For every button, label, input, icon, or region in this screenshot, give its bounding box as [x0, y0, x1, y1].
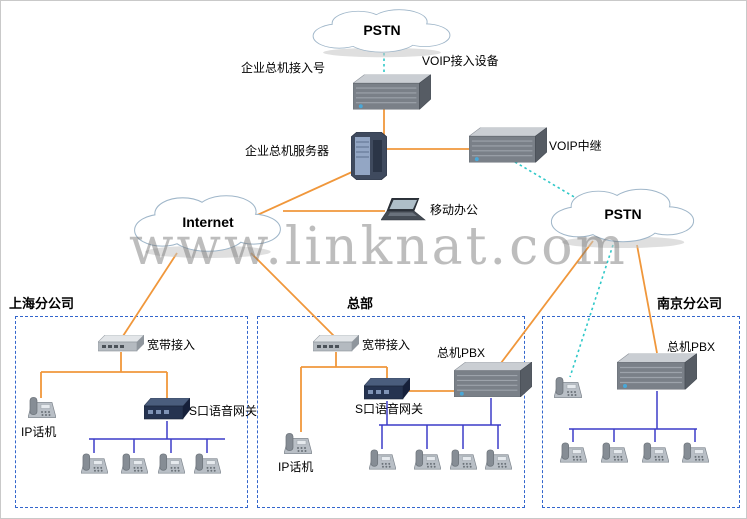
- shanghai-broadband-switch-icon: [98, 335, 144, 353]
- shanghai-ip-phone-label: IP话机: [21, 425, 57, 439]
- pstn-top-label: PSTN: [363, 21, 401, 38]
- switchboard-server-icon: [351, 132, 387, 180]
- hq-gateway-label: S口语音网关: [355, 402, 424, 416]
- shanghai-voice-gateway-icon: [144, 398, 190, 421]
- internet-cloud: Internet: [127, 187, 289, 259]
- desk-phone-icon: [450, 448, 477, 473]
- hq-voice-gateway-icon: [364, 378, 410, 401]
- shanghai-broadband-label: 宽带接入: [147, 338, 196, 352]
- switchboard-server-label: 企业总机服务器: [245, 144, 330, 158]
- voip-access-server-icon: [353, 74, 431, 110]
- pstn-dotted-links: [383, 53, 614, 378]
- voip-trunk-label: VOIP中继: [549, 139, 602, 153]
- desk-phone-icon: [121, 452, 148, 477]
- shanghai-ip-phone-icon: [28, 395, 56, 422]
- mobile-office-label: 移动办公: [430, 203, 479, 217]
- internet-label: Internet: [182, 214, 234, 231]
- desk-phone-icon: [682, 441, 709, 466]
- mobile-laptop-icon: [381, 198, 427, 224]
- pstn-cloud-top: PSTN: [306, 3, 458, 58]
- desk-phone-icon: [369, 448, 396, 473]
- nanjing-pbx-server-icon: [617, 352, 697, 391]
- desk-phone-icon: [642, 441, 669, 466]
- desk-phone-icon: [485, 448, 512, 473]
- hq-site-box: [257, 316, 525, 508]
- hq-site-title: 总部: [347, 296, 374, 311]
- hq-broadband-switch-icon: [313, 335, 359, 353]
- desk-phone-icon: [601, 441, 628, 466]
- shanghai-gateway-label: S口语音网关: [189, 404, 258, 418]
- lan-blue-links: [89, 391, 697, 453]
- wan-orange-links: [40, 107, 658, 432]
- nanjing-site-box: [542, 316, 740, 508]
- nanjing-pbx-label: 总机PBX: [667, 340, 716, 354]
- pstn-right-label: PSTN: [604, 206, 642, 223]
- nanjing-analog-phone-icon: [554, 375, 582, 402]
- hq-broadband-label: 宽带接入: [362, 338, 411, 352]
- hq-ip-phone-icon: [284, 431, 312, 458]
- hq-pbx-label: 总机PBX: [437, 346, 486, 360]
- hq-pbx-server-icon: [454, 361, 532, 398]
- nanjing-site-title: 南京分公司: [657, 296, 723, 311]
- voip-access-device-label: VOIP接入设备: [422, 54, 499, 68]
- shanghai-site-box: [15, 316, 248, 508]
- desk-phone-icon: [560, 441, 587, 466]
- pstn-cloud-right: PSTN: [544, 181, 702, 249]
- hq-ip-phone-label: IP话机: [278, 460, 314, 474]
- desk-phone-icon: [414, 448, 441, 473]
- access-number-label: 企业总机接入号: [241, 61, 326, 75]
- desk-phone-icon: [194, 452, 221, 477]
- desk-phone-icon: [81, 452, 108, 477]
- shanghai-site-title: 上海分公司: [9, 296, 75, 311]
- voip-trunk-server-icon: [469, 127, 547, 163]
- desk-phone-icon: [158, 452, 185, 477]
